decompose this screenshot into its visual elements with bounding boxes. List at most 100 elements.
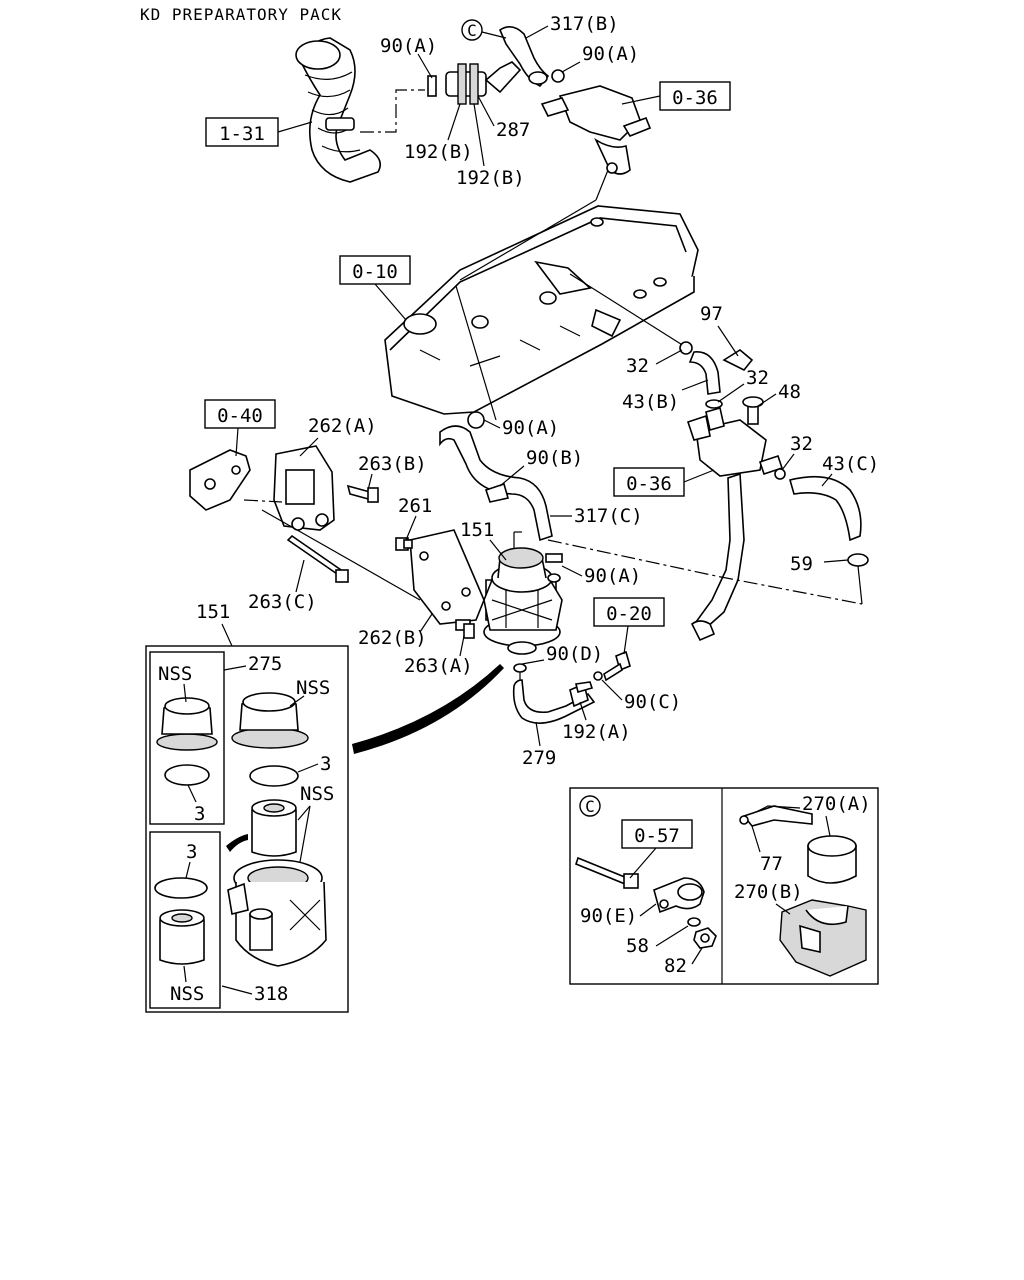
ref-box-0-57[interactable]: 0-57	[621, 819, 693, 849]
callout-32-c: 32	[790, 433, 813, 455]
leader-head-to-43b	[569, 273, 685, 347]
ref-1-31-label: 1-31	[219, 123, 265, 145]
callout-275: 275	[248, 653, 282, 675]
callout-317c: 317(C)	[574, 505, 643, 527]
solenoid-valve-top	[540, 85, 652, 175]
callout-317b: 317(B)	[550, 13, 619, 35]
bracket-90e	[653, 877, 705, 914]
nut-82	[693, 927, 717, 949]
hose-317b	[499, 26, 565, 88]
callout-318: 318	[254, 983, 288, 1005]
callout-262b: 262(B)	[358, 627, 427, 649]
ref-0-57-label: 0-57	[634, 825, 680, 847]
callout-43c: 43(C)	[822, 453, 879, 475]
ref-box-0-20[interactable]: 0-20	[593, 597, 665, 627]
callout-192b-2: 192(B)	[456, 167, 525, 189]
ref-0-36-mid-label: 0-36	[626, 473, 672, 495]
callout-270b: 270(B)	[734, 881, 803, 903]
air-intake-duct	[295, 37, 381, 183]
callout-nss-2: NSS	[296, 677, 330, 699]
callout-279: 279	[522, 747, 556, 769]
callout-151: 151	[460, 519, 494, 541]
callout-97: 97	[700, 303, 723, 325]
callout-nss-4: NSS	[170, 983, 204, 1005]
callout-32-b: 32	[746, 367, 769, 389]
callout-287: 287	[496, 119, 530, 141]
callout-262a: 262(A)	[308, 415, 377, 437]
cylinder-head-cover	[384, 205, 699, 415]
solenoid-valve-mid	[686, 406, 784, 642]
callout-3-a: 3	[320, 753, 331, 775]
callout-90a-mid: 90(A)	[502, 417, 559, 439]
callout-58: 58	[626, 935, 649, 957]
filter-element	[251, 799, 297, 857]
callout-90a-top-left: 90(A)	[380, 35, 437, 57]
callout-151-detail: 151	[196, 601, 230, 623]
hose-317c	[439, 411, 553, 542]
callout-90c: 90(C)	[624, 691, 681, 713]
callout-43b: 43(B)	[622, 391, 679, 413]
ref-0-20-label: 0-20	[606, 603, 652, 625]
bolt-0-57	[575, 856, 639, 889]
leader-1-31-hose	[360, 89, 425, 133]
callout-90a-pump: 90(A)	[584, 565, 641, 587]
ref-box-1-31[interactable]: 1-31	[205, 117, 279, 147]
clamp-90b	[484, 482, 510, 503]
callout-261: 261	[398, 495, 432, 517]
detail-callout-arc	[352, 664, 504, 754]
bolt-261	[395, 537, 413, 551]
callout-90b: 90(B)	[526, 447, 583, 469]
leader-head-to-hose	[455, 285, 497, 421]
clamp-59	[847, 553, 869, 567]
svg-text:C: C	[585, 797, 595, 816]
callout-263c: 263(C)	[248, 591, 317, 613]
o-ring-3-lower	[154, 877, 208, 899]
callout-192b-1: 192(B)	[404, 141, 473, 163]
callout-270a: 270(A)	[802, 793, 871, 815]
cap-270a	[807, 835, 857, 884]
callout-32-a: 32	[626, 355, 649, 377]
leader-head-to-valve	[595, 169, 609, 201]
svg-text:C: C	[467, 21, 477, 40]
leader-pump-right	[547, 539, 863, 605]
circle-c-inset: C	[579, 795, 601, 817]
callout-90e: 90(E)	[580, 905, 637, 927]
callout-48: 48	[778, 381, 801, 403]
washer-58	[687, 917, 701, 927]
callout-77: 77	[760, 853, 783, 875]
callout-263b: 263(B)	[358, 453, 427, 475]
ref-0-10-label: 0-10	[352, 261, 398, 283]
strap-77	[739, 805, 813, 827]
clamp-90a-top-left	[427, 75, 437, 97]
callout-82: 82	[664, 955, 687, 977]
check-valve-287	[445, 61, 522, 105]
ref-box-0-40[interactable]: 0-40	[204, 399, 276, 429]
callout-90a-top-right: 90(A)	[582, 43, 639, 65]
plate-262b	[409, 529, 485, 625]
ref-box-0-36-mid[interactable]: 0-36	[613, 467, 685, 497]
ref-0-40-label: 0-40	[217, 405, 263, 427]
callout-3-c: 3	[186, 841, 197, 863]
cover-270b	[779, 899, 867, 977]
bolt-263b	[346, 484, 379, 503]
callout-263a: 263(A)	[404, 655, 473, 677]
filter-element-lower	[159, 909, 205, 965]
bolt-263a	[455, 619, 475, 639]
bracket-0-40	[189, 449, 251, 511]
callout-nss-1: NSS	[158, 663, 192, 685]
callout-3-b: 3	[194, 803, 205, 825]
ref-box-0-10[interactable]: 0-10	[339, 255, 411, 285]
leader-bracket-to-plate	[261, 509, 421, 601]
callout-90d: 90(D)	[546, 643, 603, 665]
diagram-title: KD PREPARATORY PACK	[140, 5, 342, 24]
callout-192a: 192(A)	[562, 721, 631, 743]
callout-59: 59	[790, 553, 813, 575]
pipe-279	[512, 663, 596, 724]
fitting-90d	[593, 650, 631, 682]
cap-275-left	[156, 697, 218, 786]
bolt-263c	[286, 534, 349, 583]
clip-97	[722, 349, 754, 372]
bracket-262a	[273, 445, 335, 531]
ref-box-0-36-top[interactable]: 0-36	[659, 81, 731, 111]
